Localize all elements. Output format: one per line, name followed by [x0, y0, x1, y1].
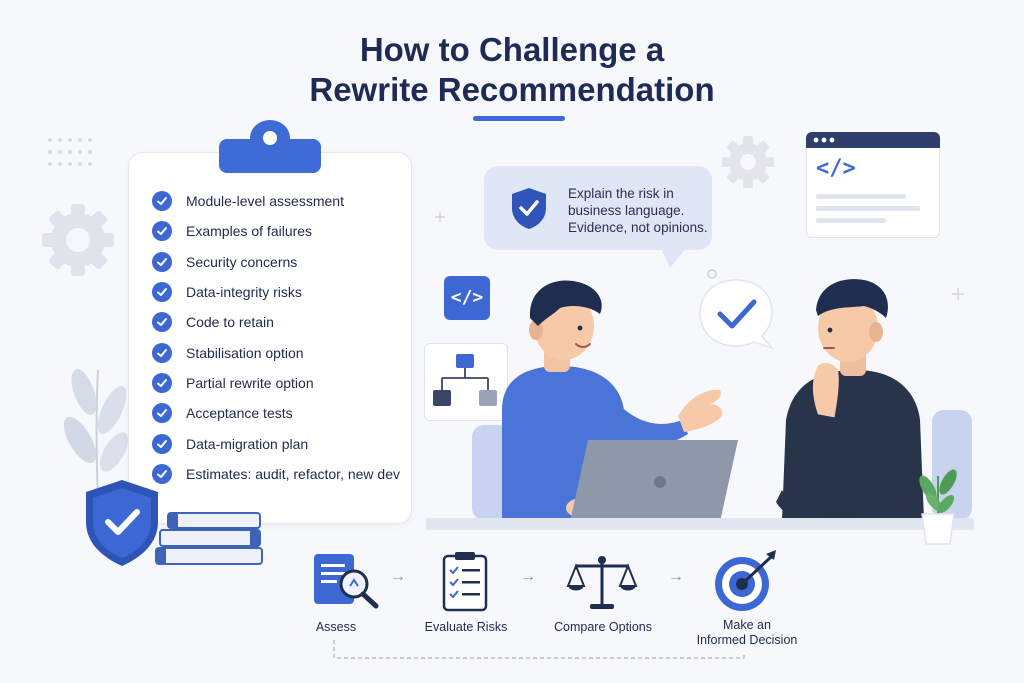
checklist-item: Data-migration plan	[152, 428, 412, 458]
check-circle-icon	[152, 251, 172, 272]
check-circle-icon	[152, 312, 172, 333]
step-label-line-1: Make an	[723, 618, 771, 632]
balance-scale-icon	[566, 556, 638, 609]
plant-right-decoration	[919, 469, 957, 545]
shield-books-illustration	[86, 480, 263, 566]
flowchart-icon	[433, 354, 497, 406]
document-magnifier-icon	[314, 554, 379, 609]
check-circle-icon	[152, 433, 172, 454]
person-right	[776, 279, 924, 526]
checklist: Module-level assessment Examples of fail…	[152, 186, 412, 489]
speech-bubble-line-2: business language.	[568, 203, 685, 218]
check-circle-icon	[152, 221, 172, 242]
speech-bubble-line-3: Evidence, not opinions.	[568, 220, 708, 235]
person-left	[502, 280, 723, 520]
clipboard-checklist-icon	[442, 552, 488, 612]
meeting-illustration	[426, 279, 974, 530]
check-circle-icon	[152, 463, 172, 484]
checklist-item-label: Examples of failures	[186, 223, 313, 240]
books-stack-icon	[155, 512, 263, 565]
code-tile-icon: </>	[444, 276, 490, 320]
code-window-titlebar	[806, 132, 940, 148]
checklist-item-label: Data-migration plan	[186, 435, 309, 452]
process-bracket	[333, 640, 745, 659]
checklist-item-label: Partial rewrite option	[186, 374, 314, 391]
process-arrow: →	[668, 568, 684, 585]
target-arrow-icon	[715, 550, 776, 611]
checklist-item-label: Data-integrity risks	[186, 284, 302, 301]
page-title-line-1: How to Challenge a	[359, 31, 665, 68]
checklist-card	[128, 152, 412, 524]
step-label-assess: Assess	[315, 620, 357, 634]
speech-bubble-tail	[660, 246, 688, 268]
plant-left-decoration	[63, 369, 128, 501]
clipboard-clip-hole	[263, 131, 277, 145]
check-circle-icon	[152, 282, 172, 303]
step-label-compare-options: Compare Options	[554, 620, 652, 634]
title-underline	[473, 116, 565, 121]
shield-check-icon	[86, 480, 158, 566]
window-dots-icon	[813, 137, 835, 143]
checklist-item: Security concerns	[152, 247, 412, 277]
gear-icon-left	[42, 204, 114, 276]
checklist-item-label: Security concerns	[186, 253, 298, 270]
dot-grid-decoration	[48, 138, 92, 166]
speech-bubble-line-1: Explain the risk in	[568, 186, 674, 201]
checklist-item-label: Stabilisation option	[186, 344, 304, 361]
step-label-evaluate-risks: Evaluate Risks	[424, 620, 508, 634]
checklist-item: Examples of failures	[152, 216, 412, 246]
checklist-item-label: Code to retain	[186, 314, 274, 331]
check-circle-icon	[152, 372, 172, 393]
check-circle-icon	[152, 191, 172, 212]
checklist-item: Partial rewrite option	[152, 368, 412, 398]
sparkle-decorations	[435, 212, 964, 300]
check-circle-icon	[152, 342, 172, 363]
check-circle-icon	[152, 403, 172, 424]
checklist-item: Acceptance tests	[152, 398, 412, 428]
desk	[426, 518, 974, 530]
checklist-item-label: Module-level assessment	[186, 193, 344, 210]
check-bubble-icon	[699, 279, 775, 350]
process-arrow: →	[390, 568, 406, 585]
speech-bubble-text: Explain the risk in business language. E…	[568, 185, 718, 236]
checklist-item: Estimates: audit, refactor, new dev	[152, 459, 412, 489]
step-label-line-2: Informed Decision	[696, 633, 798, 647]
checklist-item-label: Acceptance tests	[186, 405, 293, 422]
checklist-item: Code to retain	[152, 307, 412, 337]
page-title-line-2: Rewrite Recommendation	[309, 71, 715, 108]
gear-icon-right	[722, 136, 774, 188]
checklist-item: Module-level assessment	[152, 186, 412, 216]
process-arrow: →	[520, 568, 536, 585]
shield-check-icon	[512, 188, 546, 229]
checklist-item-label: Estimates: audit, refactor, new dev	[186, 465, 400, 482]
step-label-informed-decision: Make an Informed Decision	[690, 618, 804, 648]
code-tag-icon: </>	[816, 156, 856, 181]
checklist-item: Stabilisation option	[152, 337, 412, 367]
code-lines-decoration	[816, 194, 920, 223]
checklist-item: Data-integrity risks	[152, 277, 412, 307]
